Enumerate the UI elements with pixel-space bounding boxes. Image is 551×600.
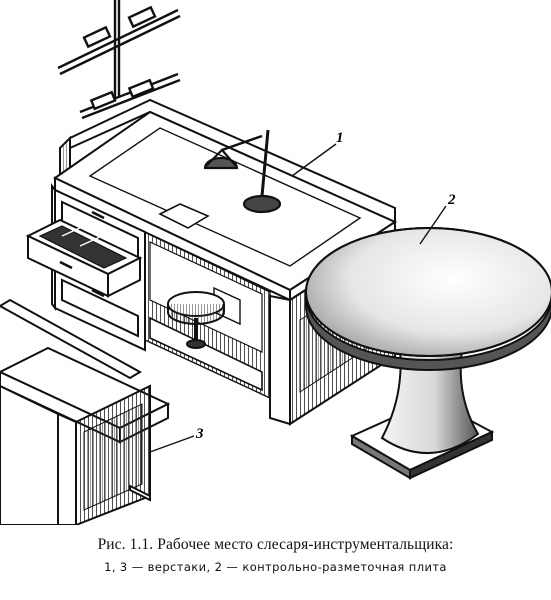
overhead-rack [57,0,181,120]
figure-caption-legend: 1, 3 — верстаки, 2 — контрольно-разметоч… [104,560,447,574]
figure-caption-title: Рис. 1.1. Рабочее место слесаря-инструме… [97,536,454,553]
marking-plate-2 [305,227,551,480]
callout-2: 2 [447,192,456,208]
workplace-illustration: 1 2 3 [0,0,551,525]
desk-lamp [203,129,282,214]
callout-1: 1 [336,130,344,146]
callout-leaders [149,143,447,453]
workbench-3 [0,298,171,525]
stool [167,291,225,349]
callout-3: 3 [195,426,204,442]
